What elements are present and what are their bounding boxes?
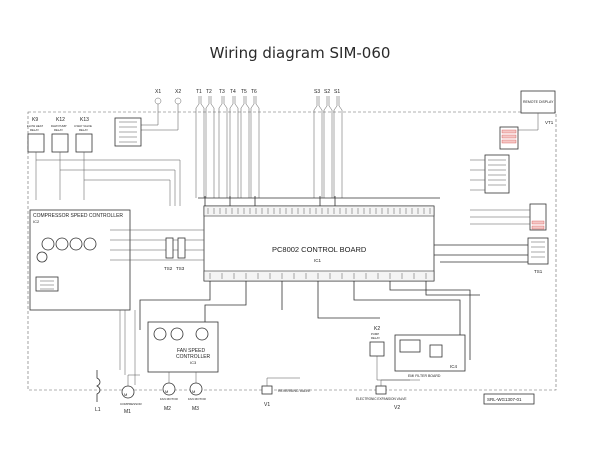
terminal-ts1: TS1	[434, 237, 549, 274]
svg-text:ELECTRONIC EXPANSION VALVE: ELECTRONIC EXPANSION VALVE	[356, 397, 406, 401]
pressure-switches: X1 X2	[114, 89, 181, 147]
svg-text:3-WAY VALVE: 3-WAY VALVE	[74, 124, 92, 128]
svg-text:IC2: IC2	[33, 219, 40, 224]
svg-text:K9: K9	[32, 117, 38, 123]
svg-text:RELAY: RELAY	[371, 336, 380, 340]
svg-text:FAN SPEED: FAN SPEED	[177, 348, 205, 354]
svg-text:K12: K12	[56, 117, 65, 123]
svg-text:IC3: IC3	[190, 360, 197, 365]
svg-text:DHW PUMP: DHW PUMP	[51, 124, 67, 128]
svg-text:K13: K13	[80, 117, 89, 123]
emi-filter-board: EMI FILTER BOARD IC4	[394, 334, 466, 378]
expansion-valve-v2: ELECTRONIC EXPANSION VALVE V2	[356, 385, 406, 411]
fan-motor-m3: M FAN MOTOR M3	[188, 382, 207, 412]
svg-text:K2: K2	[374, 326, 380, 332]
fan-motor-m2: M FAN MOTOR M2	[160, 382, 179, 412]
svg-text:TS2: TS2	[164, 266, 173, 271]
svg-text:T4: T4	[230, 89, 236, 95]
enclosure-outline	[27, 111, 557, 391]
reactor-l1: L1	[95, 370, 101, 413]
svg-text:S3: S3	[314, 89, 320, 95]
pressure-sensors: S3 S2 S1	[313, 89, 343, 198]
svg-text:FAN MOTOR: FAN MOTOR	[188, 397, 207, 401]
io-connector	[484, 154, 510, 194]
svg-text:S2: S2	[324, 89, 330, 95]
svg-text:T5: T5	[241, 89, 247, 95]
svg-text:PUMP: PUMP	[371, 332, 379, 336]
relay-k13: K13 3-WAY VALVE RELAY	[74, 117, 93, 153]
svg-text:S1: S1	[334, 89, 340, 95]
svg-text:M: M	[192, 389, 195, 394]
svg-text:RELAY: RELAY	[79, 128, 88, 132]
thermostats: TS2 TS3	[164, 237, 186, 271]
svg-text:X2: X2	[175, 89, 181, 95]
svg-text:T6: T6	[251, 89, 257, 95]
diagram-title: Wiring diagram SIM-060	[209, 44, 391, 62]
svg-text:REVERSING VALVE: REVERSING VALVE	[278, 389, 311, 393]
svg-text:T1: T1	[196, 89, 202, 95]
svg-text:FAN MOTOR: FAN MOTOR	[160, 397, 179, 401]
svg-text:TS3: TS3	[176, 266, 185, 271]
svg-text:L1: L1	[95, 407, 101, 413]
svg-text:CONTROLLER: CONTROLLER	[176, 354, 211, 360]
svg-text:IC4: IC4	[450, 364, 458, 369]
svg-text:REMOTE DISPLAY: REMOTE DISPLAY	[523, 100, 554, 104]
compressor-m1: M COMPRESSOR M1	[120, 385, 143, 415]
svg-text:IC1: IC1	[314, 258, 322, 263]
control-board: PC8002 CONTROL BOARD IC1	[203, 205, 435, 282]
remote-display: REMOTE DISPLAY VT1	[500, 90, 556, 131]
svg-text:T3: T3	[219, 89, 225, 95]
relay-k12: K12 DHW PUMP RELAY	[51, 117, 69, 153]
svg-text:RELAY: RELAY	[54, 128, 63, 132]
svg-text:V2: V2	[394, 405, 400, 411]
svg-text:VT1: VT1	[545, 120, 554, 125]
svg-text:COMPRESSOR SPEED CONTROLLER: COMPRESSOR SPEED CONTROLLER	[33, 213, 123, 219]
svg-text:M2: M2	[164, 406, 171, 412]
svg-text:COMPRESSOR: COMPRESSOR	[120, 402, 143, 406]
svg-text:EMI FILTER BOARD: EMI FILTER BOARD	[408, 374, 441, 378]
svg-text:T2: T2	[206, 89, 212, 95]
svg-text:M: M	[124, 392, 127, 397]
compressor-speed-controller: COMPRESSOR SPEED CONTROLLER IC2	[29, 209, 131, 311]
svg-text:M: M	[165, 389, 168, 394]
svg-text:M1: M1	[124, 409, 131, 415]
svg-text:X1: X1	[155, 89, 161, 95]
svg-text:V1: V1	[264, 402, 270, 408]
svg-text:RELAY: RELAY	[30, 128, 39, 132]
svg-text:M3: M3	[192, 406, 199, 412]
svg-text:SRL-WG1307-01: SRL-WG1307-01	[487, 397, 522, 402]
document-code: SRL-WG1307-01	[483, 393, 535, 405]
reversing-valve-v1: REVERSING VALVE V1	[261, 385, 311, 408]
svg-text:TS1: TS1	[534, 269, 543, 274]
svg-text:FLOW HEAT: FLOW HEAT	[27, 124, 43, 128]
fan-speed-controller: FAN SPEED CONTROLLER IC3	[147, 321, 219, 373]
svg-text:PC8002 CONTROL BOARD: PC8002 CONTROL BOARD	[272, 245, 367, 254]
relay-k9: K9 FLOW HEAT RELAY	[27, 117, 45, 153]
temperature-sensors: T1 T2 T3 T4 T5 T6	[195, 89, 260, 198]
